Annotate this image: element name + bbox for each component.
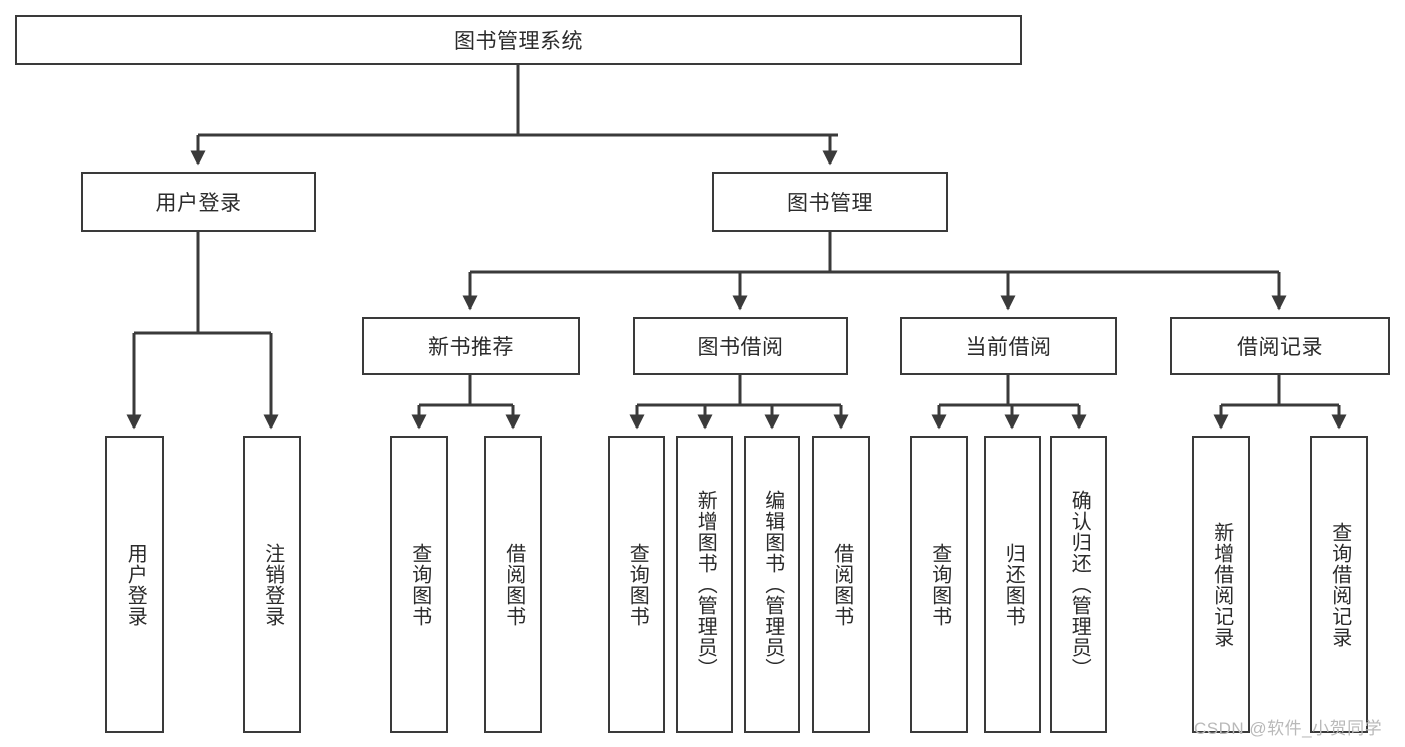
leaf-confirm-return-admin[interactable]: 确认归还（管理员） [1050,436,1107,733]
node-current-borrow-label: 当前借阅 [965,336,1052,359]
leaf-query-borrow-record-label: 查询借阅记录 [1328,521,1351,648]
node-user-login-label: 用户登录 [155,192,242,215]
leaf-query-books-borrow[interactable]: 查询图书 [608,436,665,733]
leaf-edit-book-admin-label: 编辑图书（管理员） [761,490,784,679]
node-root[interactable]: 图书管理系统 [15,15,1022,65]
leaf-logout[interactable]: 注销登录 [243,436,301,733]
node-book-management[interactable]: 图书管理 [712,172,948,232]
leaf-return-book[interactable]: 归还图书 [984,436,1041,733]
node-borrow-records-label: 借阅记录 [1237,336,1323,359]
leaf-borrow-books-recommend-label: 借阅图书 [502,542,525,627]
leaf-query-books-recommend[interactable]: 查询图书 [390,436,448,733]
node-book-management-label: 图书管理 [787,192,873,215]
leaf-query-books-recommend-label: 查询图书 [408,542,431,627]
leaf-add-borrow-record-label: 新增借阅记录 [1210,521,1233,648]
node-new-book-recommend-label: 新书推荐 [428,336,514,359]
leaf-borrow-book-label: 借阅图书 [830,542,853,627]
node-root-label: 图书管理系统 [454,30,583,53]
leaf-return-book-label: 归还图书 [1002,542,1025,627]
leaf-borrow-books-recommend[interactable]: 借阅图书 [484,436,542,733]
leaf-edit-book-admin[interactable]: 编辑图书（管理员） [744,436,800,733]
node-book-borrow[interactable]: 图书借阅 [633,317,848,375]
leaf-user-login-label: 用户登录 [124,542,147,627]
leaf-add-book-admin-label: 新增图书（管理员） [694,490,717,679]
leaf-add-book-admin[interactable]: 新增图书（管理员） [676,436,733,733]
leaf-user-login[interactable]: 用户登录 [105,436,164,733]
leaf-query-books-borrow-label: 查询图书 [626,542,649,627]
leaf-query-books-current-label: 查询图书 [928,542,951,627]
node-current-borrow[interactable]: 当前借阅 [900,317,1117,375]
node-book-borrow-label: 图书借阅 [697,336,784,359]
leaf-add-borrow-record[interactable]: 新增借阅记录 [1192,436,1250,733]
leaf-logout-label: 注销登录 [261,542,284,627]
node-new-book-recommend[interactable]: 新书推荐 [362,317,580,375]
node-borrow-records[interactable]: 借阅记录 [1170,317,1390,375]
leaf-query-borrow-record[interactable]: 查询借阅记录 [1310,436,1368,733]
leaf-query-books-current[interactable]: 查询图书 [910,436,968,733]
leaf-borrow-book[interactable]: 借阅图书 [812,436,870,733]
leaf-confirm-return-admin-label: 确认归还（管理员） [1068,490,1091,679]
node-user-login[interactable]: 用户登录 [81,172,316,232]
